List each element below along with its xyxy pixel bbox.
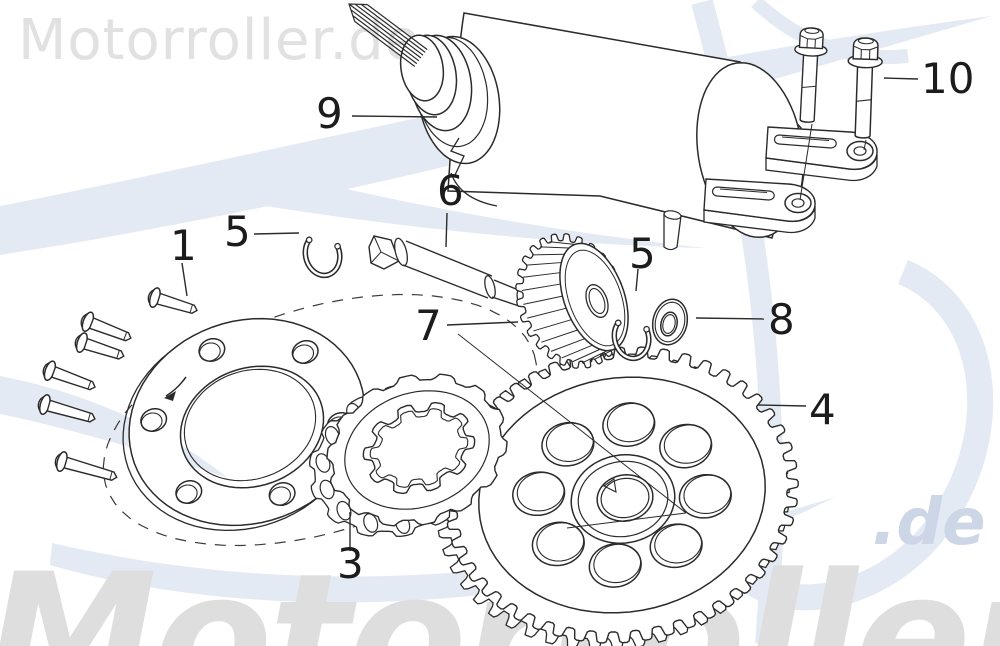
driven-gear-part4 [436,333,799,646]
callout-4: 4 [809,385,836,434]
callout-6: 6 [437,166,464,215]
motor-mount-arm [765,126,878,182]
callout-9: 9 [316,89,343,138]
small-bolt [54,451,118,481]
starter-gear-part7 [515,233,629,369]
callout-7: 7 [415,301,442,350]
callout-1: 1 [170,221,197,270]
motor-mount-arm [703,178,816,234]
callout-5-right: 5 [629,229,656,278]
mount-bolts-part10 [794,27,883,201]
callout-5-left: 5 [224,207,251,256]
swoosh-wing-bottom [50,497,835,603]
small-bolt [42,360,96,391]
hex-flange-bolt [794,27,828,123]
watermark-top: Motorroller.de [18,8,421,73]
callout-leader-lines [181,77,919,551]
one-way-clutch-part3 [308,373,508,538]
swoosh-loop [744,259,994,611]
starter-motor-part9 [348,3,878,251]
washer-part8 [651,298,689,346]
circlips-part5 [302,236,652,362]
swoosh-wing-mid [265,170,705,248]
small-bolt [80,311,132,342]
swoosh-curl [751,0,909,64]
circlip [611,319,652,362]
circlip [302,236,343,279]
assembly-outline-dashed [102,293,538,547]
callout-8: 8 [768,295,795,344]
callout-3: 3 [337,539,364,588]
small-bolt [37,394,96,423]
hex-flange-bolt [847,37,883,139]
small-bolt [147,287,198,315]
watermark-bottom-suffix: .de [872,486,986,560]
flange-bolts-part1 [37,287,198,481]
small-bolt [74,332,125,360]
callout-10: 10 [921,54,975,103]
idler-shaft-part6 [368,235,526,309]
